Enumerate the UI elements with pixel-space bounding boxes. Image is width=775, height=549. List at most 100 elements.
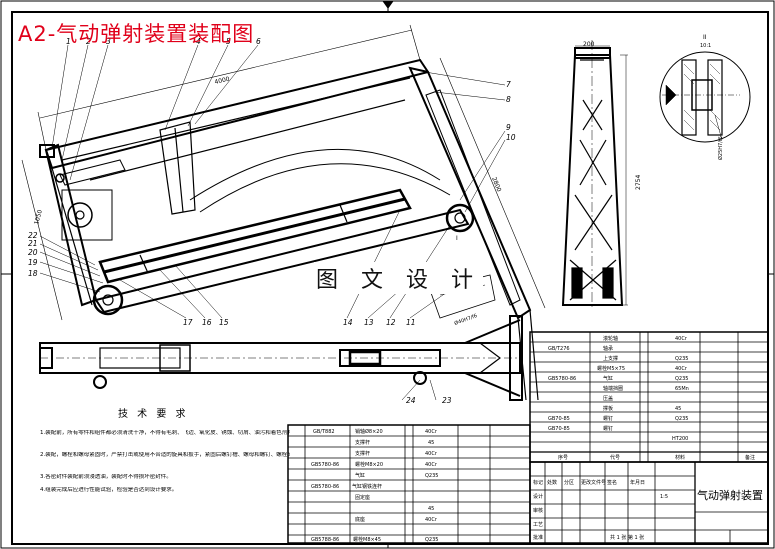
leader-lines — [39, 44, 506, 319]
tech-note: 1.装配前，所有零件和组件都必须清洗干净，不得有毛刺、飞边、氧化皮、锈蚀、切屑、… — [40, 430, 290, 436]
drawing-name: 气动弹射装置 — [697, 489, 763, 502]
part-number: 7 — [506, 80, 511, 89]
part-number: 17 — [183, 318, 193, 327]
tech-note: 3.各密封件装配前须浸透油，装配时不得损坏密封件。 — [40, 474, 172, 480]
part-number: 19 — [28, 258, 38, 267]
tb-label: 分区 — [564, 479, 574, 486]
bom-header: 序号 — [558, 454, 568, 461]
tb-role: 批准 — [533, 534, 543, 541]
part-number: 11 — [406, 318, 416, 327]
bom-name: 销轴Ø8×20 — [355, 428, 383, 435]
bom-std: GB70-85 — [548, 416, 570, 422]
tb-label: 更改文件号 — [581, 479, 606, 486]
inner-border — [11, 11, 769, 545]
bom-tables — [287, 331, 769, 544]
bom-name: 轴端挡圈 — [603, 385, 623, 392]
bom-name: 气缸 — [355, 472, 365, 479]
bom-header: 代号 — [610, 454, 620, 461]
part-number: 9 — [506, 123, 511, 132]
part-number: 10 — [506, 133, 516, 142]
part-number: 6 — [256, 37, 261, 46]
dim-slant: 2800 — [490, 176, 502, 193]
bom-material: 40Cr — [675, 336, 688, 342]
bom-material: 65Mn — [675, 386, 689, 392]
bom-material: 40Cr — [425, 429, 438, 435]
tech-note: 2.装配，螺栓和螺母紧固时，严禁打击或使用不合适的旋具和扳手，紧固后螺钉槽、螺母… — [40, 452, 290, 458]
part-number: 13 — [364, 318, 374, 327]
bom-name: 滚轮轴 — [603, 335, 618, 342]
bom-std: GB70-85 — [548, 426, 570, 432]
bom-std: GB/T276 — [548, 346, 570, 352]
part-number: 18 — [28, 269, 38, 278]
part-number: 4 — [196, 37, 201, 46]
dim-detail-dia: Ø25H7/f6 — [717, 136, 724, 160]
bom-std: GB/T882 — [313, 429, 335, 435]
part-number: 12 — [386, 318, 396, 327]
bom-material: HT200 — [672, 436, 688, 442]
bom-name: 螺栓M8×20 — [355, 461, 383, 468]
bom-std: GB5780-86 — [548, 376, 576, 382]
bom-material: Q235 — [675, 416, 688, 422]
part-number: 16 — [202, 318, 212, 327]
dim-tower-height: 2754 — [635, 175, 642, 190]
bom-name: 螺栓M8×45 — [353, 536, 381, 543]
part-number: 1 — [66, 37, 71, 46]
tb-label: 标记 — [533, 479, 543, 486]
bom-name: 底座 — [355, 516, 365, 523]
bom-material: 40Cr — [675, 366, 688, 372]
bom-material: Q235 — [675, 356, 688, 362]
part-number: 20 — [28, 248, 38, 257]
detail-id: II — [703, 34, 707, 41]
bom-material: 40Cr — [425, 451, 438, 457]
tb-label: 年月日 — [630, 479, 645, 486]
part-number: 23 — [442, 396, 452, 405]
part-number: 24 — [406, 396, 416, 405]
bom-name: 螺栓M5×75 — [597, 365, 625, 372]
bom-name: 支撑杆 — [355, 450, 370, 457]
tb-sheet: 共 1 张 第 1 张 — [610, 534, 644, 541]
bom-material: 45 — [675, 406, 681, 412]
bom-material: Q235 — [425, 473, 438, 479]
tech-note: 4.组装完成后应进行性能试验，检验是否达到设计要求。 — [40, 487, 178, 493]
tb-label: 签名 — [607, 479, 617, 486]
bom-name: 支撑杆 — [355, 439, 370, 446]
bom-name: 螺钉 — [603, 425, 613, 432]
part-number: 15 — [219, 318, 229, 327]
tb-scale: 1:5 — [660, 494, 668, 500]
bom-std: GB5780-86 — [311, 484, 339, 490]
detail-i-label: I — [456, 235, 458, 242]
dim-left-height: 1050 — [33, 209, 44, 226]
bom-material: Q235 — [425, 537, 438, 543]
bom-name: 撑板 — [603, 405, 613, 412]
bom-material: 45 — [428, 506, 434, 512]
bom-name: 气缸 — [603, 375, 613, 382]
bom-name: 气缸钢铁连杆 — [352, 483, 382, 490]
launcher-top-view — [39, 315, 523, 401]
dim-tower-width: 200 — [583, 41, 595, 48]
part-number: 8 — [506, 95, 511, 104]
bom-name: 固定座 — [355, 494, 370, 501]
tech-requirements-title: 技 术 要 求 — [118, 409, 189, 420]
tb-role: 审核 — [533, 507, 543, 514]
bom-std: GB5788-86 — [311, 537, 339, 543]
bom-material: 45 — [428, 440, 434, 446]
part-number: 3 — [106, 37, 111, 46]
part-number: 2 — [86, 37, 91, 46]
bom-material: 40Cr — [425, 462, 438, 468]
tb-role: 工艺 — [533, 522, 543, 528]
dim-top-length: 4000 — [214, 76, 231, 86]
bom-material: 40Cr — [425, 517, 438, 523]
tower-front-view — [561, 40, 628, 310]
part-number: 22 — [28, 231, 38, 240]
part-number: 5 — [226, 37, 231, 46]
bom-header: 备注 — [745, 454, 755, 461]
bom-material: Q235 — [675, 376, 688, 382]
bom-std: GB5780-86 — [311, 462, 339, 468]
bom-name: 上支撑 — [603, 355, 618, 362]
detail-ratio: 10:1 — [700, 43, 711, 49]
watermark-text: 图 文 设 计 — [314, 262, 483, 294]
bom-name: 螺钉 — [603, 415, 613, 422]
dim-part-fit: Ø40H7/f6 — [453, 312, 478, 327]
detail-ii-view — [659, 51, 751, 143]
